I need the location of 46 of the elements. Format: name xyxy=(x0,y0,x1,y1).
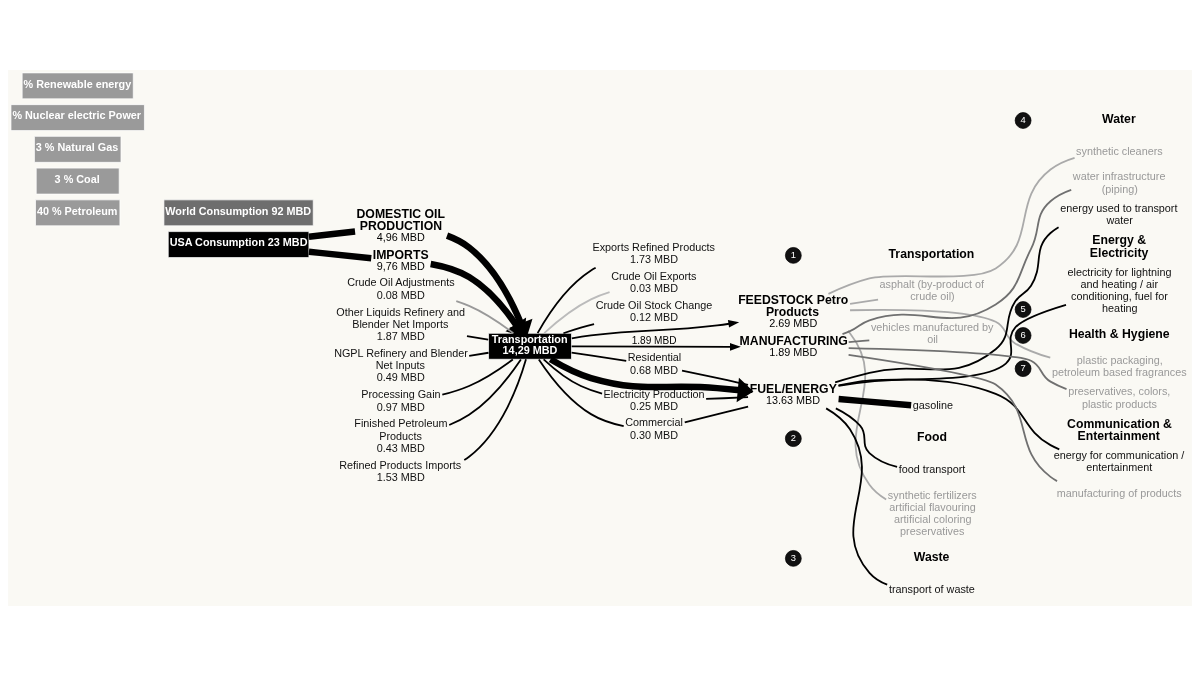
node-text: water infrastructure (piping) xyxy=(1072,169,1166,195)
node-text: electricity for lightning and heating / air conditioning, fuel for heating xyxy=(1067,265,1172,314)
label: 6 xyxy=(1020,329,1026,340)
node-text: vehicles manufactured by oil xyxy=(870,320,994,345)
node-text: FEEDSTOCK Petro Products 2.69 MBD xyxy=(738,292,849,329)
node-text: plastic packaging, petroleum based fragrances xyxy=(1051,353,1187,378)
label: Health & Hygiene xyxy=(1068,326,1170,341)
node-text: preservatives, colors, plastic products xyxy=(1068,384,1171,410)
node-text: gasoline xyxy=(912,398,954,411)
node-text: Residential 0.68 MBD xyxy=(627,350,682,376)
node-text: Refined Products Imports 1.53 MBD xyxy=(339,458,462,483)
node-text: Crude Oil Adjustments 0.08 MBD xyxy=(347,275,455,301)
edge-label: 1.89 MBD xyxy=(631,334,677,346)
node-text: synthetic cleaners xyxy=(1076,144,1163,157)
node-text: Other Liquids Refinery and Blender Net Imports 1.87 MBD xyxy=(336,305,465,342)
label: 1 xyxy=(790,249,796,260)
label: Waste xyxy=(913,549,950,564)
label: Water xyxy=(1102,111,1136,126)
label: Food xyxy=(917,429,947,444)
label: 7 xyxy=(1020,362,1026,373)
label: 2 xyxy=(790,432,796,443)
node-text: DOMESTIC OIL PRODUCTION 4,96 MBD xyxy=(356,206,446,243)
node-text: synthetic fertilizers artificial flavouring artificial coloring preservatives xyxy=(887,488,977,537)
node-text: FUEL/ENERGY 13.63 MBD xyxy=(749,381,837,406)
label: Communication & Entertainment xyxy=(1067,416,1172,443)
label: 4 xyxy=(1020,114,1026,125)
label: Energy & Electricity xyxy=(1089,232,1149,260)
node-text: Finished Petroleum Products 0.43 MBD xyxy=(354,416,448,454)
node-text: MANUFACTURING 1.89 MBD xyxy=(739,333,848,358)
node-text: Exports Refined Products 1.73 MBD xyxy=(592,240,716,265)
node-text: manufacturing of products xyxy=(1056,486,1182,499)
node-text: Crude Oil Exports 0.03 MBD xyxy=(611,269,697,294)
node-text: Commercial 0.30 MBD xyxy=(625,415,683,441)
node-text: energy used to transport water xyxy=(1060,201,1178,226)
label: 3 xyxy=(790,552,796,563)
node-text: Electricity Production 0.25 MBD xyxy=(603,387,705,412)
label: 5 xyxy=(1020,303,1026,314)
node-text: transport of waste xyxy=(888,582,975,595)
node-text: energy for communication / entertainment xyxy=(1053,448,1185,473)
node-text: IMPORTS 9,76 MBD xyxy=(372,247,429,272)
node-text: Crude Oil Stock Change 0.12 MBD xyxy=(595,298,713,323)
node-text: Processing Gain 0.97 MBD xyxy=(361,387,441,412)
node-text: food transport xyxy=(898,462,966,475)
label: Transportation xyxy=(888,246,975,261)
node-text: NGPL Refinery and Blender Net Inputs 0.49 MBD xyxy=(334,346,468,383)
node-text: asphalt (by-product of crude oil) xyxy=(879,277,985,302)
